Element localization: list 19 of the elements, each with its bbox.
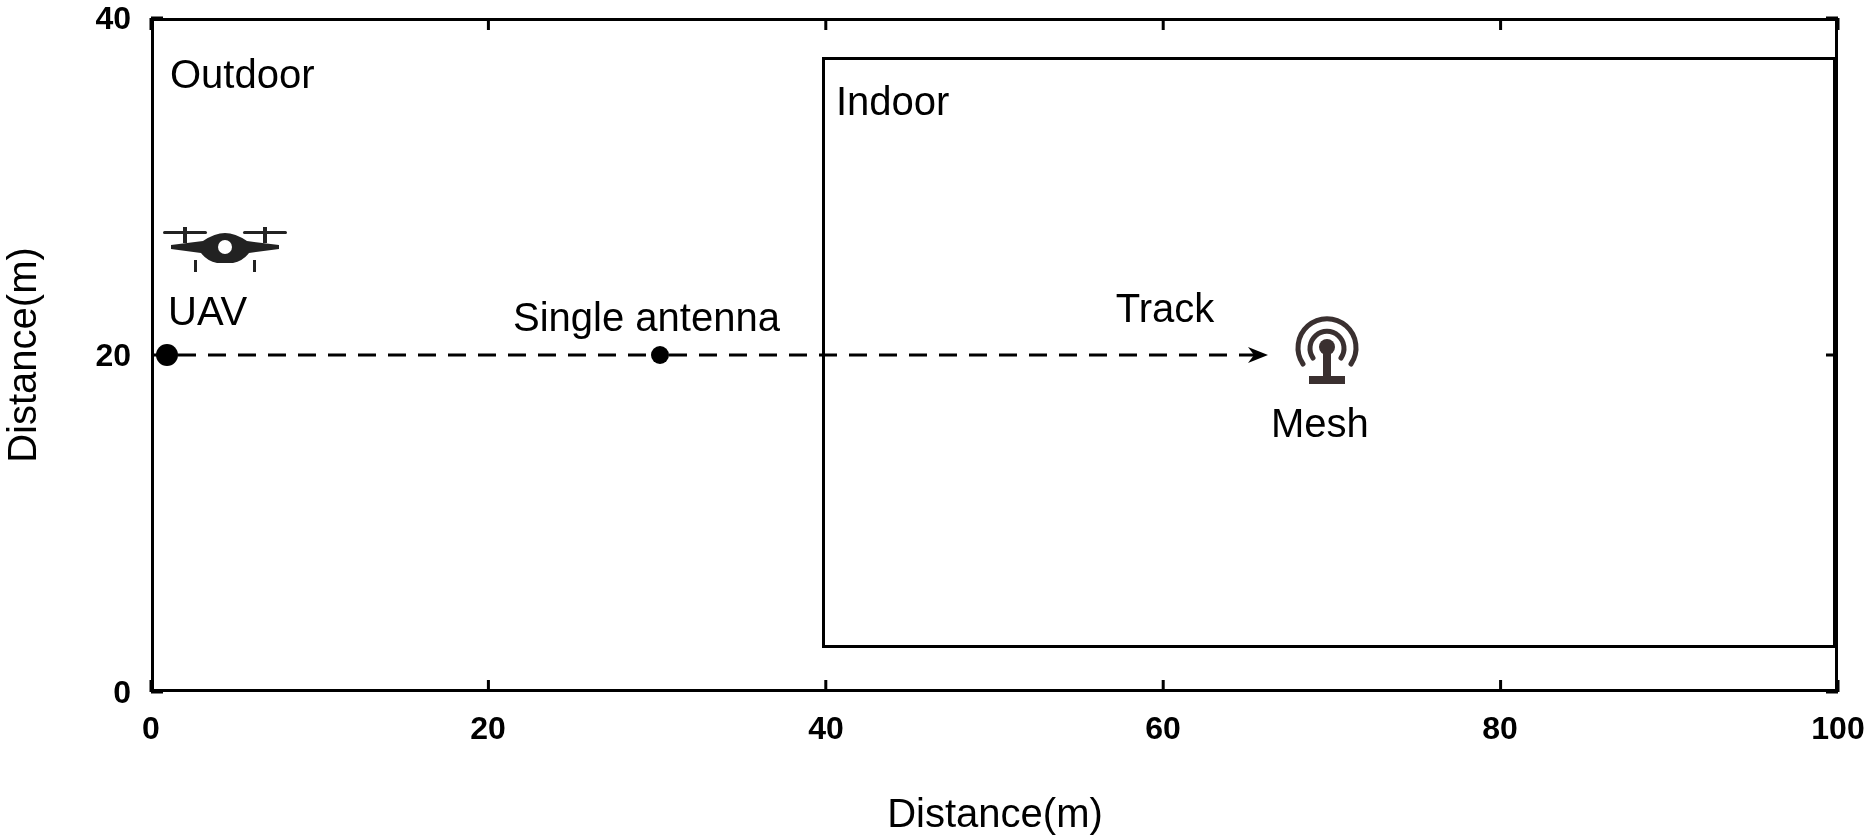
indoor-area — [822, 57, 1836, 648]
axis-title: Distance(m) — [887, 790, 1103, 836]
axis-title: Distance(m) — [0, 247, 45, 463]
area-label: Indoor — [836, 78, 950, 124]
node-label: UAV — [168, 288, 248, 334]
area-label: Outdoor — [170, 51, 315, 97]
tick-label: 0 — [113, 674, 131, 710]
tick-label: 20 — [95, 337, 131, 373]
node-label: Mesh — [1271, 400, 1369, 446]
tick-label: 40 — [95, 0, 131, 36]
point-label: Single antenna — [513, 294, 780, 340]
tick-label: 0 — [142, 710, 160, 746]
tick-label: 100 — [1811, 710, 1865, 746]
tick-label: 60 — [1145, 710, 1181, 746]
tick-label: 40 — [808, 710, 844, 746]
arrow — [669, 347, 1268, 363]
tick-label: 20 — [470, 710, 506, 746]
data-point — [156, 344, 178, 366]
tick-label: 80 — [1482, 710, 1518, 746]
